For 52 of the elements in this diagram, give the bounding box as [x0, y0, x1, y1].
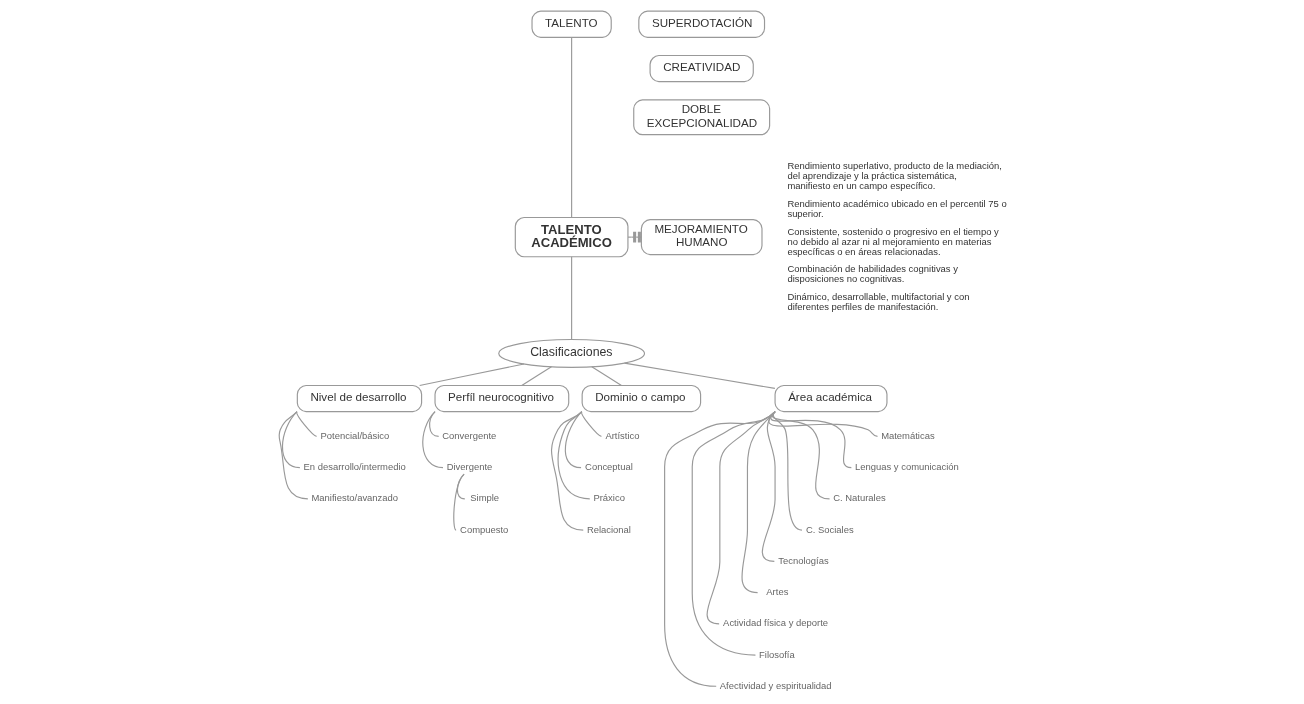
connector: [590, 366, 622, 386]
connector: [418, 363, 525, 387]
connector: [772, 411, 803, 531]
node-text: C. Naturales: [832, 492, 886, 504]
connector: [452, 473, 465, 531]
connector: [421, 411, 444, 469]
label: Consistente, sostenido o progresivo en el tiempo y no debido al azar ni al mejoramiento en materias específicas o en áreas relacionadas.: [786, 225, 999, 257]
node-text: Convergente: [441, 429, 496, 441]
label: Rendimiento académico ubicado en el percentil 75 o superior.: [786, 197, 1007, 220]
node-box: Área académica: [773, 384, 888, 413]
connector: [663, 411, 776, 687]
node-text: Divergente: [446, 461, 492, 473]
node-box: Nivel de desarrollo: [296, 384, 422, 413]
node-box: MEJORAMIENTO HUMANO: [640, 219, 763, 256]
node-text: Potencial/básico: [320, 429, 389, 441]
node-ellipse: Clasificaciones: [497, 338, 645, 368]
connector: [428, 411, 439, 437]
node-text: Artes: [765, 586, 788, 598]
node-text: C. Sociales: [805, 523, 854, 535]
connector: [550, 411, 584, 531]
node-text: En desarrollo/intermedio: [303, 461, 406, 473]
label: Combinación de habilidades cognitivas y disposiciones no cognitivas.: [786, 263, 958, 285]
connector: [570, 256, 572, 341]
label: Rendimiento superlativo, producto de la mediación, del aprendizaje y la práctica sistemática, manifiesto en un campo específico.: [786, 160, 1002, 192]
connector: [520, 366, 552, 386]
node-text: Relacional: [586, 523, 631, 535]
connector: [557, 411, 590, 500]
node-text: Filosofía: [758, 648, 795, 660]
node-text: Lenguas y comunicación: [854, 461, 959, 473]
node-text: Actividad física y deporte: [722, 617, 828, 629]
node-text: Conceptual: [584, 461, 633, 473]
node-text: Simple: [469, 492, 499, 504]
node-text: Afectividad y espiritualidad: [719, 679, 832, 691]
connector: [623, 362, 775, 389]
connector: [295, 411, 317, 437]
node-text: Práxico: [592, 492, 625, 504]
node-box: CREATIVIDAD: [649, 54, 754, 83]
node-text: Tecnologías: [777, 554, 829, 566]
node-text: Compuesto: [459, 523, 508, 535]
node-box: DOBLE EXCEPCIONALIDAD: [632, 99, 770, 136]
label: Dinámico, desarrollable, multifactorial y con diferentes perfiles de manifestación.: [786, 290, 969, 313]
node-box: TALENTO ACADÉMICO: [514, 216, 628, 258]
node-text: Manifiesto/avanzado: [311, 492, 398, 504]
node-text: Matemáticas: [880, 429, 935, 441]
node-text: Artístico: [604, 429, 639, 441]
connector: [570, 37, 572, 219]
connector: [580, 411, 602, 437]
node-box: Dominio o campo: [581, 384, 701, 413]
connector: [277, 411, 308, 500]
node-box: Perfíl neurocognitivo: [433, 384, 569, 413]
node-box: SUPERDOTACIÓN: [637, 10, 765, 38]
node-box: TALENTO: [530, 10, 612, 38]
